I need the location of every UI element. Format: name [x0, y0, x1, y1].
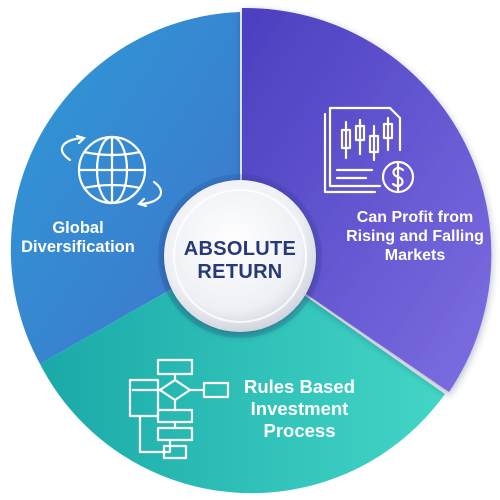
center-circle [164, 180, 316, 332]
center-inner-edge [173, 189, 307, 323]
segment-label-line: Markets [384, 246, 446, 264]
segment-label-line: Rising and Falling [346, 227, 484, 245]
segment-label-line: Rules Based [243, 376, 356, 397]
segment-rules-based [40, 250, 445, 494]
candlestick-chart-document-dollar-icon [323, 106, 415, 194]
segment-can-profit [242, 7, 492, 393]
center-title: ABSOLUTE RETURN [170, 238, 310, 284]
globe-orbit-icon [60, 134, 163, 208]
flowchart-icon [128, 358, 230, 460]
segment-label-line: Investment [250, 397, 349, 419]
segment-label-line: Global [52, 219, 104, 237]
segment-label-line: Can Profit from [356, 209, 474, 226]
center-title-line-1: ABSOLUTE [183, 238, 297, 260]
center-title-line-2: RETURN [197, 261, 283, 283]
segment-label-line: Diversification [21, 238, 135, 257]
segment-label-rules-based: Rules Based Investment Process [222, 376, 377, 441]
segment-label-global-diversification: Global Diversification [8, 219, 148, 258]
segment-label-line: Process [263, 419, 336, 441]
segment-label-can-profit: Can Profit from Rising and Falling Marke… [330, 209, 500, 266]
